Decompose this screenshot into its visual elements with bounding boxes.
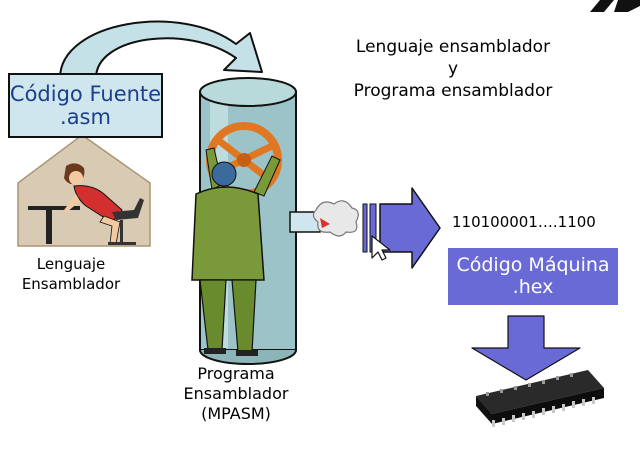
source-code-box: Código Fuente .asm	[8, 73, 163, 138]
machine-code-label: Código Máquina	[456, 254, 610, 277]
corner-logo-mark	[590, 0, 640, 12]
assembly-language-line-2: Ensamblador	[21, 274, 121, 293]
assembly-language-line-1: Lenguaje	[36, 255, 106, 273]
title-line-1: Lenguaje ensamblador	[355, 37, 551, 57]
assembler-line-1: Programa	[197, 364, 275, 383]
assembly-language-label: Lenguaje Ensamblador	[16, 255, 126, 294]
output-arrow-icon	[362, 187, 441, 269]
binary-output-text: 110100001….1100	[452, 213, 596, 231]
worker-icon	[191, 147, 281, 356]
assembler-line-3: (MPASM)	[201, 404, 271, 423]
assembler-line-2: Ensamblador	[183, 384, 289, 403]
source-code-label: Código Fuente	[9, 81, 162, 106]
source-code-extension: .asm	[60, 104, 111, 129]
title-line-3: Programa ensamblador	[353, 81, 553, 102]
diagram-title: Lenguaje ensamblador y Programa ensambla…	[318, 36, 588, 102]
down-arrow-icon	[471, 315, 581, 381]
machine-code-extension: .hex	[512, 275, 554, 298]
machine-code-box: Código Máquina .hex	[448, 248, 618, 305]
house-icon	[17, 134, 151, 247]
output-pipe	[289, 200, 359, 237]
curved-arrow	[59, 20, 263, 79]
title-line-2: y	[447, 59, 459, 80]
mouse-cursor-icon	[371, 235, 391, 261]
microchip-icon	[476, 370, 604, 427]
assembler-program-label: Programa Ensamblador (MPASM)	[176, 364, 296, 424]
